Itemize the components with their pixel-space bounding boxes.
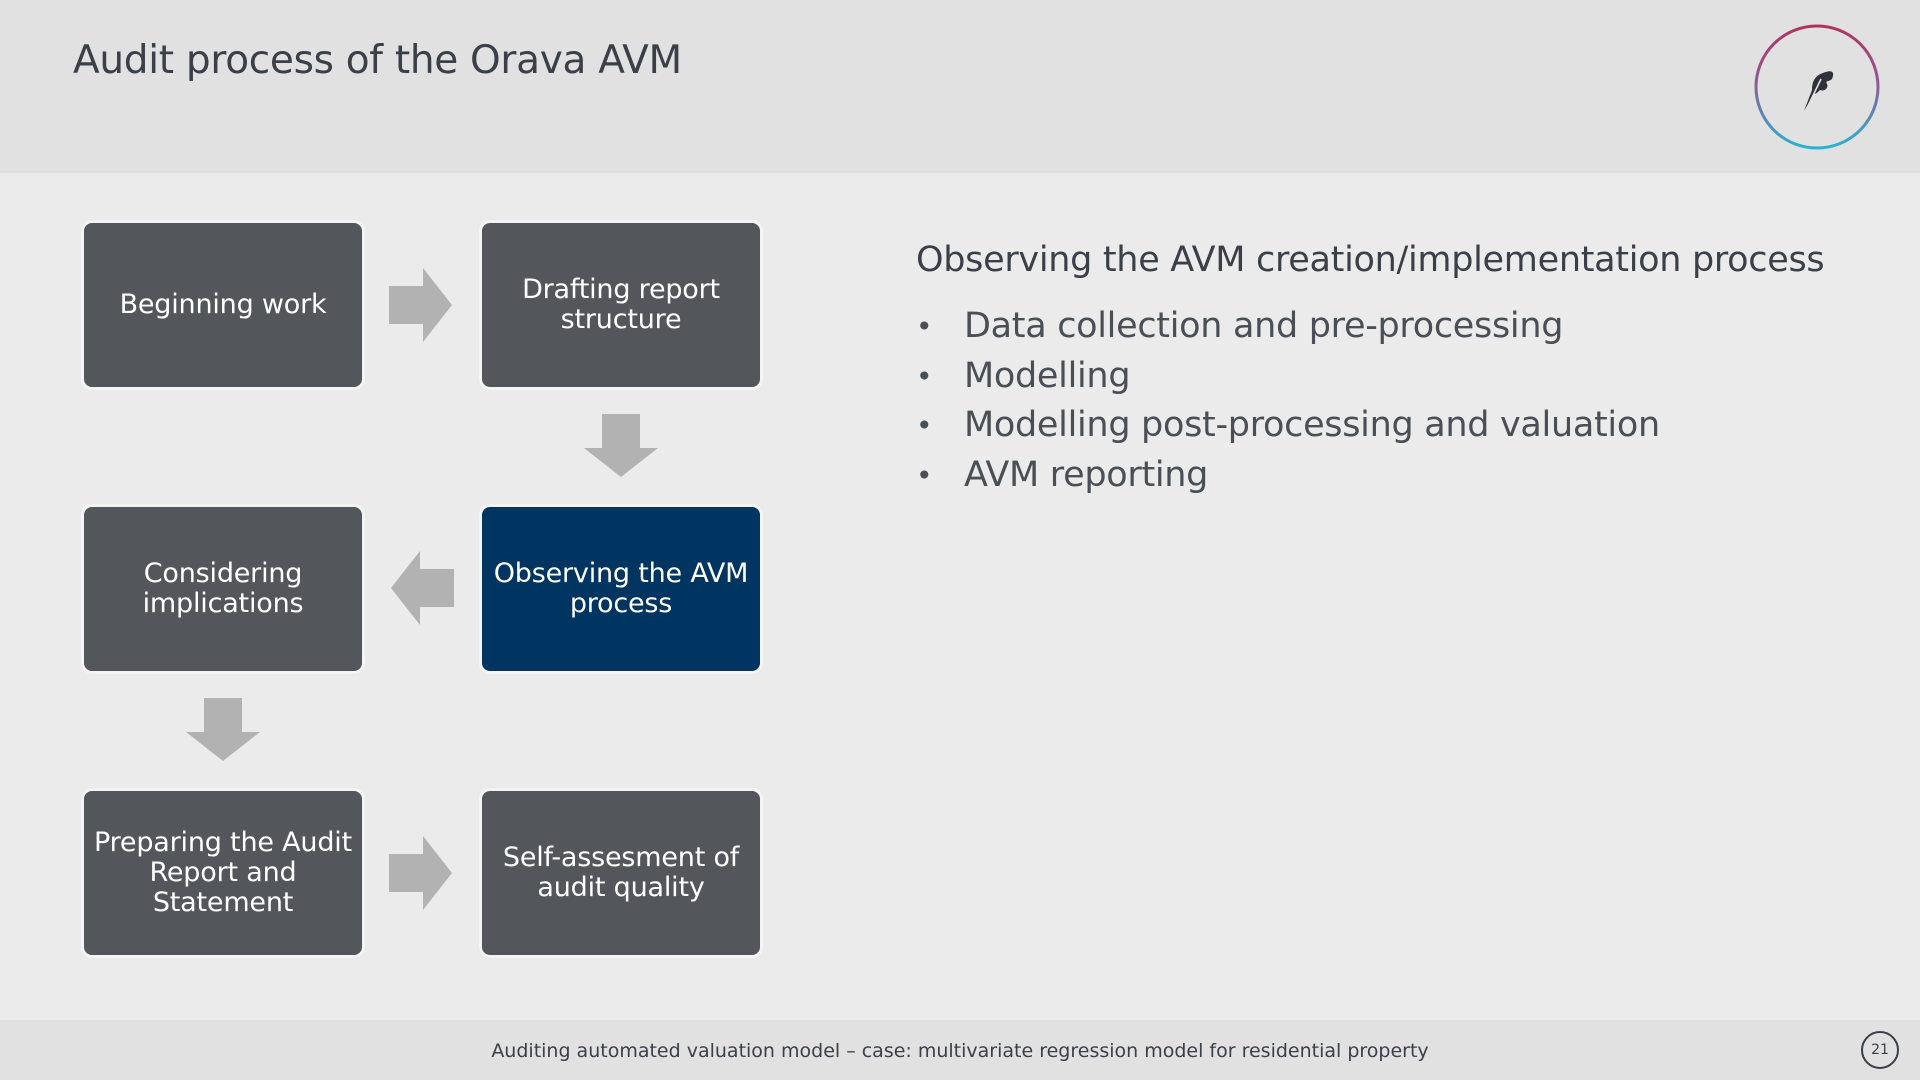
- list-item: • AVM reporting: [916, 451, 1660, 501]
- arrow-left-icon: [391, 551, 454, 625]
- step-label: Observing the AVM process: [493, 558, 749, 619]
- arrow-down-icon: [584, 414, 658, 477]
- step-label: Beginning work: [119, 289, 327, 320]
- arrow-down-icon: [186, 698, 260, 761]
- slide-title: Audit process of the Orava AVM: [73, 38, 682, 83]
- step-label: Considering implications: [142, 558, 304, 619]
- slide-footer: [0, 1020, 1920, 1080]
- step-beginning-work: Beginning work: [81, 220, 365, 390]
- bullet-text: AVM reporting: [964, 454, 1209, 495]
- bullet-text: Data collection and pre-processing: [964, 306, 1564, 346]
- footer-text: Auditing automated valuation model – cas…: [491, 1040, 1429, 1062]
- bullet-icon: •: [916, 409, 933, 442]
- arrow-right-icon: [389, 836, 452, 910]
- arrow-right-icon: [389, 268, 452, 342]
- bullet-icon: •: [916, 310, 933, 343]
- bullet-text: Modelling: [964, 355, 1131, 396]
- list-item: • Data collection and pre-processing: [916, 302, 1660, 352]
- bullet-list: • Data collection and pre-processing • Mod…: [916, 302, 1660, 500]
- slide-header: [0, 0, 1920, 173]
- step-observing-avm-process: Observing the AVM process: [479, 504, 763, 674]
- bullet-icon: •: [916, 458, 933, 492]
- step-self-assessment: Self-assesment of audit quality: [479, 788, 763, 958]
- list-item: • Modelling: [916, 352, 1660, 402]
- step-label: Drafting report structure: [522, 274, 720, 335]
- bullet-icon: •: [916, 359, 933, 393]
- section-heading: Observing the AVM creation/implementatio…: [916, 240, 1825, 280]
- step-considering-implications: Considering implications: [81, 504, 365, 674]
- step-drafting-report-structure: Drafting report structure: [479, 220, 763, 390]
- step-preparing-audit-report: Preparing the Audit Report and Statement: [81, 788, 365, 958]
- step-label: Self-assesment of audit quality: [502, 842, 740, 903]
- list-item: • Modelling post-processing and valuation: [916, 401, 1660, 451]
- page-number: 21: [1861, 1031, 1899, 1069]
- feather-icon: [1754, 24, 1880, 150]
- feather-logo: [1752, 22, 1882, 152]
- step-label: Preparing the Audit Report and Statement: [94, 827, 352, 918]
- bullet-text: Modelling post-processing and valuation: [964, 405, 1660, 445]
